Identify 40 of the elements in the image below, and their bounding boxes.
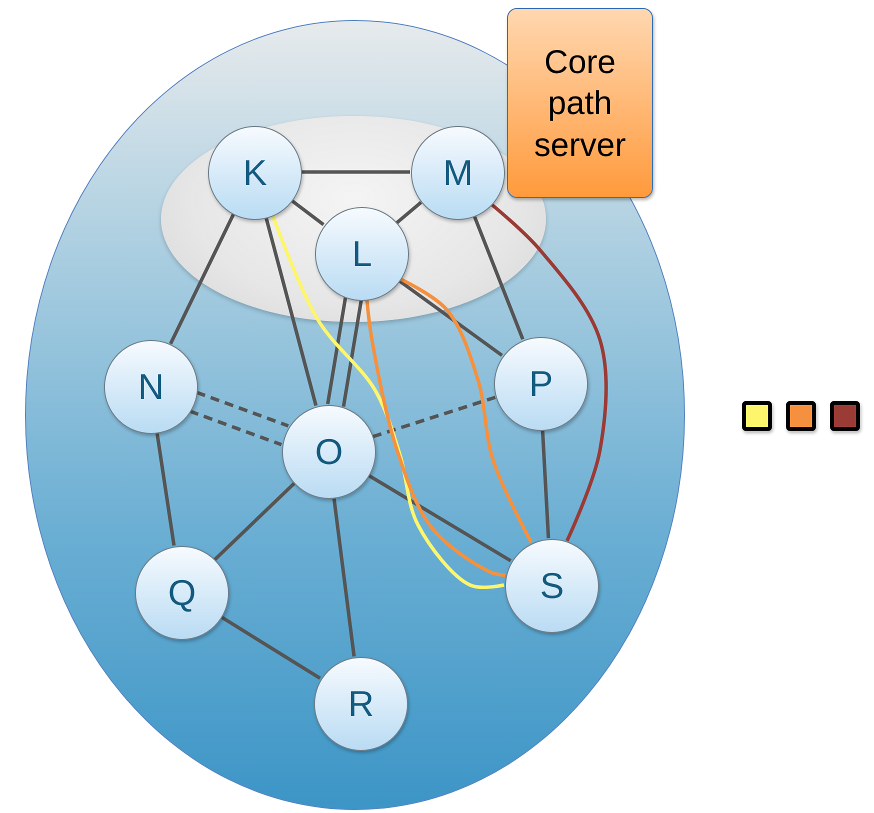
node-circle: [411, 126, 505, 220]
node-circle: [505, 539, 599, 633]
link-line: [396, 200, 422, 224]
node-circle: [314, 657, 408, 751]
link-line: [264, 216, 318, 406]
dashed-link: [372, 396, 496, 438]
node-circle: [494, 337, 588, 431]
link-line: [398, 279, 503, 357]
node-circle: [282, 405, 376, 499]
node-label: P: [528, 363, 553, 405]
link-line: [472, 215, 524, 340]
node-circle: [208, 126, 302, 220]
dashed-link: [189, 410, 282, 446]
node-label: Q: [168, 572, 196, 614]
node-label: S: [540, 565, 564, 607]
node-label: O: [314, 431, 343, 473]
link-line: [301, 170, 410, 174]
dashed-link: [196, 390, 289, 428]
node-label: N: [138, 366, 164, 408]
node-label: K: [242, 152, 267, 194]
link-line: [326, 297, 348, 404]
link-line: [214, 482, 296, 561]
node-circle: [315, 207, 409, 301]
link-line: [271, 214, 504, 590]
link-line: [155, 432, 176, 546]
server-label: Core path server: [533, 42, 627, 165]
link-line: [342, 300, 363, 407]
node-label: R: [348, 683, 374, 725]
link-line: [540, 430, 550, 538]
link-line: [399, 277, 533, 544]
node-label: L: [352, 233, 372, 275]
link-line: [290, 198, 325, 226]
link-line: [367, 474, 512, 562]
link-line: [365, 299, 506, 577]
link-line: [332, 497, 356, 657]
link-line: [490, 202, 608, 542]
link-line: [220, 615, 321, 680]
link-line: [168, 214, 236, 344]
server-box: [507, 8, 653, 198]
node-label: M: [443, 152, 473, 194]
